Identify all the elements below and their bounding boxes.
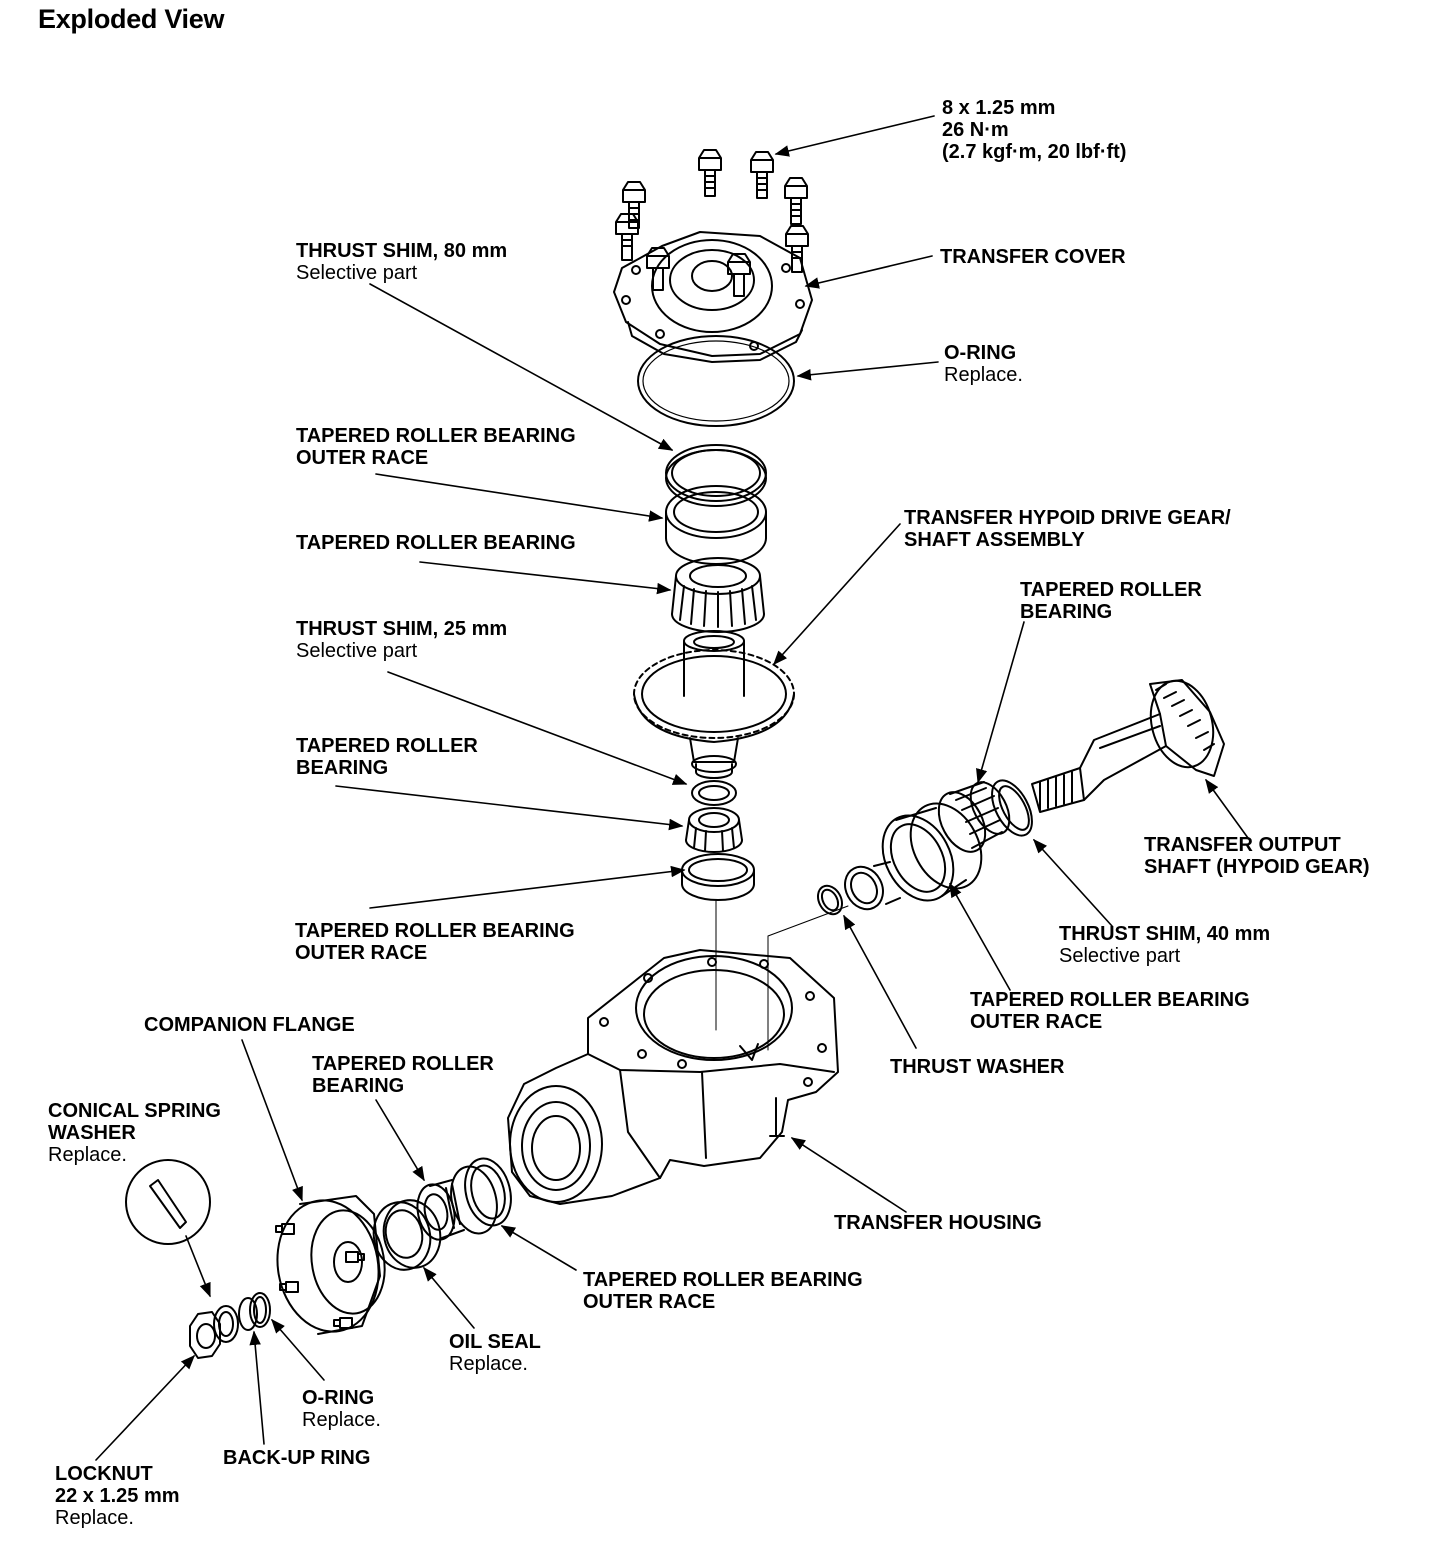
label-oil-seal: OIL SEAL Replace. (449, 1331, 541, 1375)
flange-bolts (616, 150, 808, 296)
transfer-cover (614, 232, 812, 362)
back-up-ring (239, 1298, 257, 1330)
thrust-shim-80 (666, 445, 766, 506)
label-outer-race-upper: TAPERED ROLLER BEARING OUTER RACE (296, 425, 576, 469)
bolt-torque-nm: 26 N·m (942, 119, 1009, 141)
page-title: Exploded View (38, 4, 225, 34)
label-transfer-output-shaft: TRANSFER OUTPUT SHAFT (HYPOID GEAR) (1144, 834, 1370, 878)
tapered-roller-bearing-output (929, 776, 1017, 860)
label-thrust-shim-40: THRUST SHIM, 40 mm Selective part (1059, 923, 1271, 967)
label-hypoid-drive-gear: TRANSFER HYPOID DRIVE GEAR/ SHAFT ASSEMB… (904, 507, 1231, 551)
label-outer-race-flange: TAPERED ROLLER BEARING OUTER RACE (583, 1269, 863, 1313)
tapered-roller-bearing-lower (686, 808, 742, 852)
thrust-shim-25 (692, 781, 736, 805)
outer-race-output-small (838, 860, 900, 916)
label-companion-flange: COMPANION FLANGE (144, 1014, 355, 1036)
tapered-roller-bearing-upper (672, 558, 764, 632)
transfer-output-shaft (1032, 674, 1224, 812)
oil-seal (368, 1195, 447, 1275)
bolt-size: 8 x 1.25 mm (942, 97, 1056, 119)
label-conical-spring-washer: CONICAL SPRING WASHER Replace. (48, 1100, 221, 1166)
label-bolt-spec: 8 x 1.25 mm 26 N·m (2.7 kgf·m, 20 lbf·ft… (942, 97, 1126, 163)
label-tapered-roller-bearing-upper: TAPERED ROLLER BEARING (296, 532, 576, 554)
label-tapered-roller-bearing-flange: TAPERED ROLLER BEARING (312, 1053, 494, 1097)
label-thrust-shim-80: THRUST SHIM, 80 mm Selective part (296, 240, 508, 284)
hypoid-drive-gear (634, 631, 794, 778)
label-thrust-washer: THRUST WASHER (890, 1056, 1065, 1078)
o-ring-flange (250, 1293, 270, 1327)
tapered-roller-bearing-flange (413, 1180, 464, 1243)
label-o-ring-cover: O-RING Replace. (944, 342, 1023, 386)
leader-lines (96, 116, 1248, 1460)
bolt-torque-alt: (2.7 kgf·m, 20 lbf·ft) (942, 141, 1127, 163)
label-tapered-roller-bearing-lower: TAPERED ROLLER BEARING (296, 735, 478, 779)
o-ring-cover (638, 336, 794, 426)
label-thrust-shim-25: THRUST SHIM, 25 mm Selective part (296, 618, 508, 662)
conical-spring-washer (214, 1306, 238, 1342)
tapered-roller-bearing-outer-race-flange (444, 1154, 517, 1239)
tapered-roller-bearing-outer-race-output (869, 791, 996, 913)
transfer-housing (508, 950, 838, 1204)
tapered-roller-bearing-outer-race-lower (682, 854, 754, 900)
label-transfer-housing: TRANSFER HOUSING (834, 1212, 1042, 1234)
label-back-up-ring: BACK-UP RING (223, 1447, 371, 1469)
locknut (190, 1312, 220, 1358)
thrust-washer (813, 882, 847, 919)
label-outer-race-output: TAPERED ROLLER BEARING OUTER RACE (970, 989, 1250, 1033)
label-tapered-roller-bearing-output: TAPERED ROLLER BEARING (1020, 579, 1202, 623)
label-outer-race-lower: TAPERED ROLLER BEARING OUTER RACE (295, 920, 575, 964)
label-o-ring-flange: O-RING Replace. (302, 1387, 381, 1431)
detail-circle (126, 1160, 210, 1244)
label-locknut: LOCKNUT 22 x 1.25 mm Replace. (55, 1463, 180, 1529)
tapered-roller-bearing-outer-race-upper (666, 486, 766, 564)
label-transfer-cover: TRANSFER COVER (940, 246, 1126, 268)
thrust-shim-40 (984, 774, 1040, 842)
companion-flange (267, 1192, 392, 1339)
